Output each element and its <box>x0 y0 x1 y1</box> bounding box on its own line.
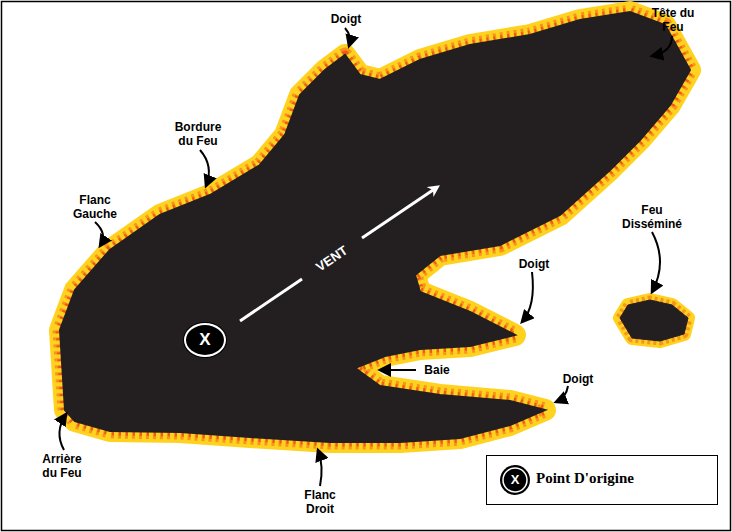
part-label: Doigt <box>324 12 368 26</box>
legend-symbol-mark: X <box>505 472 525 488</box>
leader-arrow <box>318 450 322 486</box>
leader-arrow <box>652 232 660 292</box>
part-label: Arrière du Feu <box>36 452 88 480</box>
part-label: Feu Disséminé <box>618 203 686 231</box>
legend-text: Point D'origine <box>536 470 634 487</box>
flame-outer <box>60 12 690 442</box>
origin-symbol-ring <box>503 468 527 492</box>
leader-arrow <box>200 150 209 186</box>
origin-point: X <box>184 323 226 357</box>
leader-arrow <box>345 28 350 46</box>
origin-mark: X <box>199 330 210 350</box>
leader-arrow <box>522 272 533 322</box>
part-label: Flanc Gauche <box>70 193 120 221</box>
wind-arrow-head <box>362 188 436 238</box>
leader-arrow <box>380 369 416 371</box>
part-label: Tête du Feu <box>648 6 698 34</box>
spot-flame-core <box>620 300 688 341</box>
part-label: Doigt <box>556 372 600 386</box>
spot-fire-area <box>620 300 688 341</box>
flame-core <box>60 12 690 442</box>
leader-arrow <box>59 414 66 450</box>
part-label: Baie <box>420 363 454 377</box>
spot-flame-outer <box>620 300 688 341</box>
origin-symbol-outer <box>500 465 530 495</box>
leader-arrow <box>652 36 672 56</box>
burned-area <box>60 12 690 442</box>
part-label: Bordure du Feu <box>170 120 226 148</box>
part-label: Flanc Droit <box>298 488 342 516</box>
flame-tongues <box>60 12 690 442</box>
part-label: Doigt <box>512 257 556 271</box>
leader-arrow <box>556 386 568 402</box>
wind-arrow-tail <box>240 279 302 321</box>
leader-arrow <box>95 222 103 246</box>
